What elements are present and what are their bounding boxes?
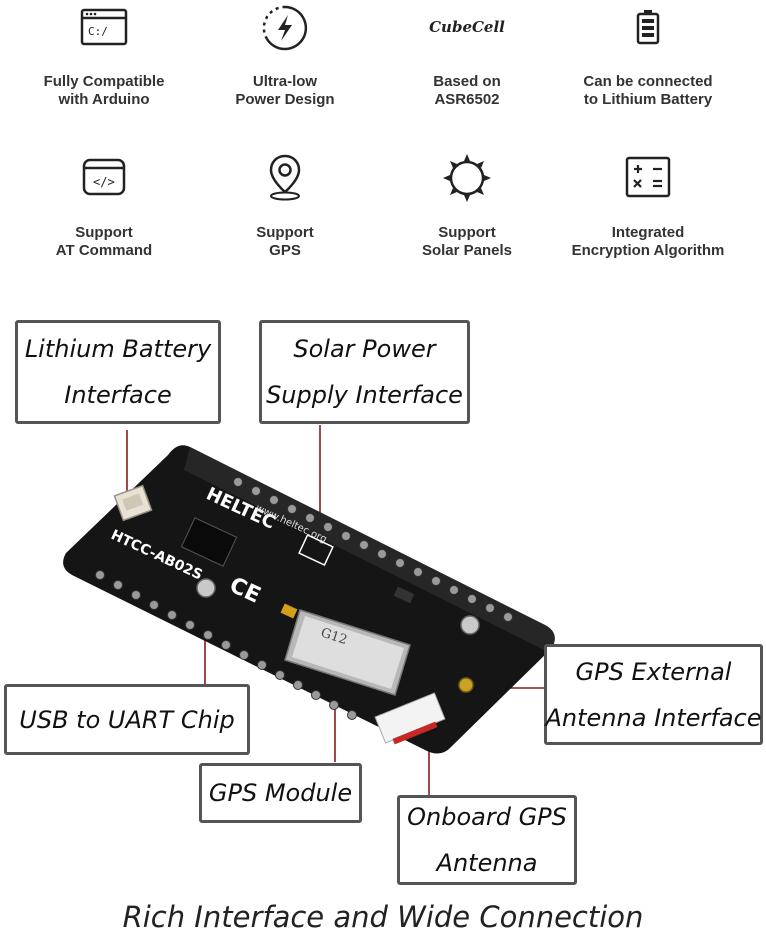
- callout-line: Lithium Battery: [24, 335, 212, 363]
- callout-solar-power: Solar Power Supply Interface: [259, 320, 470, 424]
- callout-gps-external-antenna: GPS External Antenna Interface: [544, 644, 763, 745]
- location-pin-icon: [269, 154, 301, 201]
- feature-label: Ultra-low Power Design: [235, 73, 335, 108]
- callout-line: Interface: [64, 381, 172, 409]
- callout-line: Onboard GPS: [407, 803, 567, 831]
- page-caption: Rich Interface and Wide Connection: [122, 900, 644, 934]
- callout-line: GPS Module: [208, 779, 353, 807]
- terminal-text: C:/: [88, 25, 108, 38]
- feature-label: Fully Compatible with Arduino: [43, 73, 165, 108]
- cubecell-logo-text: CubeCell: [429, 18, 505, 36]
- callout-gps-module: GPS Module: [199, 763, 362, 823]
- uart-chip: [180, 517, 238, 567]
- feature-label: Integrated Encryption Algorithm: [571, 224, 725, 259]
- board-illustration: HELTEC www.heltec.org HTCC-AB02S CE G12: [63, 425, 555, 796]
- feature-label: Can be connected to Lithium Battery: [583, 73, 713, 108]
- calculator-icon: [625, 156, 671, 198]
- feature-label: Based on ASR6502: [433, 73, 501, 108]
- battery-icon: [636, 10, 660, 45]
- onboard-antenna: [374, 692, 446, 745]
- ufl-connector: [458, 677, 474, 693]
- callout-line: Antenna Interface: [545, 703, 762, 732]
- feature-label: Support AT Command: [55, 224, 153, 259]
- solar-pad: [298, 534, 334, 566]
- callout-usb-uart: USB to UART Chip: [4, 684, 250, 755]
- feature-label: Support GPS: [256, 224, 314, 259]
- gps-module: G12: [284, 609, 411, 696]
- callout-line: Solar Power: [293, 335, 436, 363]
- callout-line: USB to UART Chip: [19, 705, 235, 734]
- callout-line: Antenna: [436, 849, 538, 877]
- terminal-window-icon: C:/: [80, 8, 128, 46]
- code-text: </>: [93, 175, 115, 189]
- code-window-icon: </>: [82, 158, 126, 196]
- feature-label: Support Solar Panels: [421, 224, 513, 259]
- callout-lithium-battery: Lithium Battery Interface: [15, 320, 221, 424]
- callout-onboard-gps-antenna: Onboard GPS Antenna: [397, 795, 577, 885]
- battery-connector: [113, 484, 153, 522]
- pcb-board: HELTEC www.heltec.org HTCC-AB02S CE G12: [63, 445, 555, 754]
- cubecell-logo-icon: CubeCell: [427, 18, 507, 37]
- callout-line: Supply Interface: [266, 381, 463, 409]
- callout-line: GPS External: [575, 657, 732, 686]
- lightning-power-icon: [262, 5, 308, 51]
- sun-icon: [443, 154, 491, 202]
